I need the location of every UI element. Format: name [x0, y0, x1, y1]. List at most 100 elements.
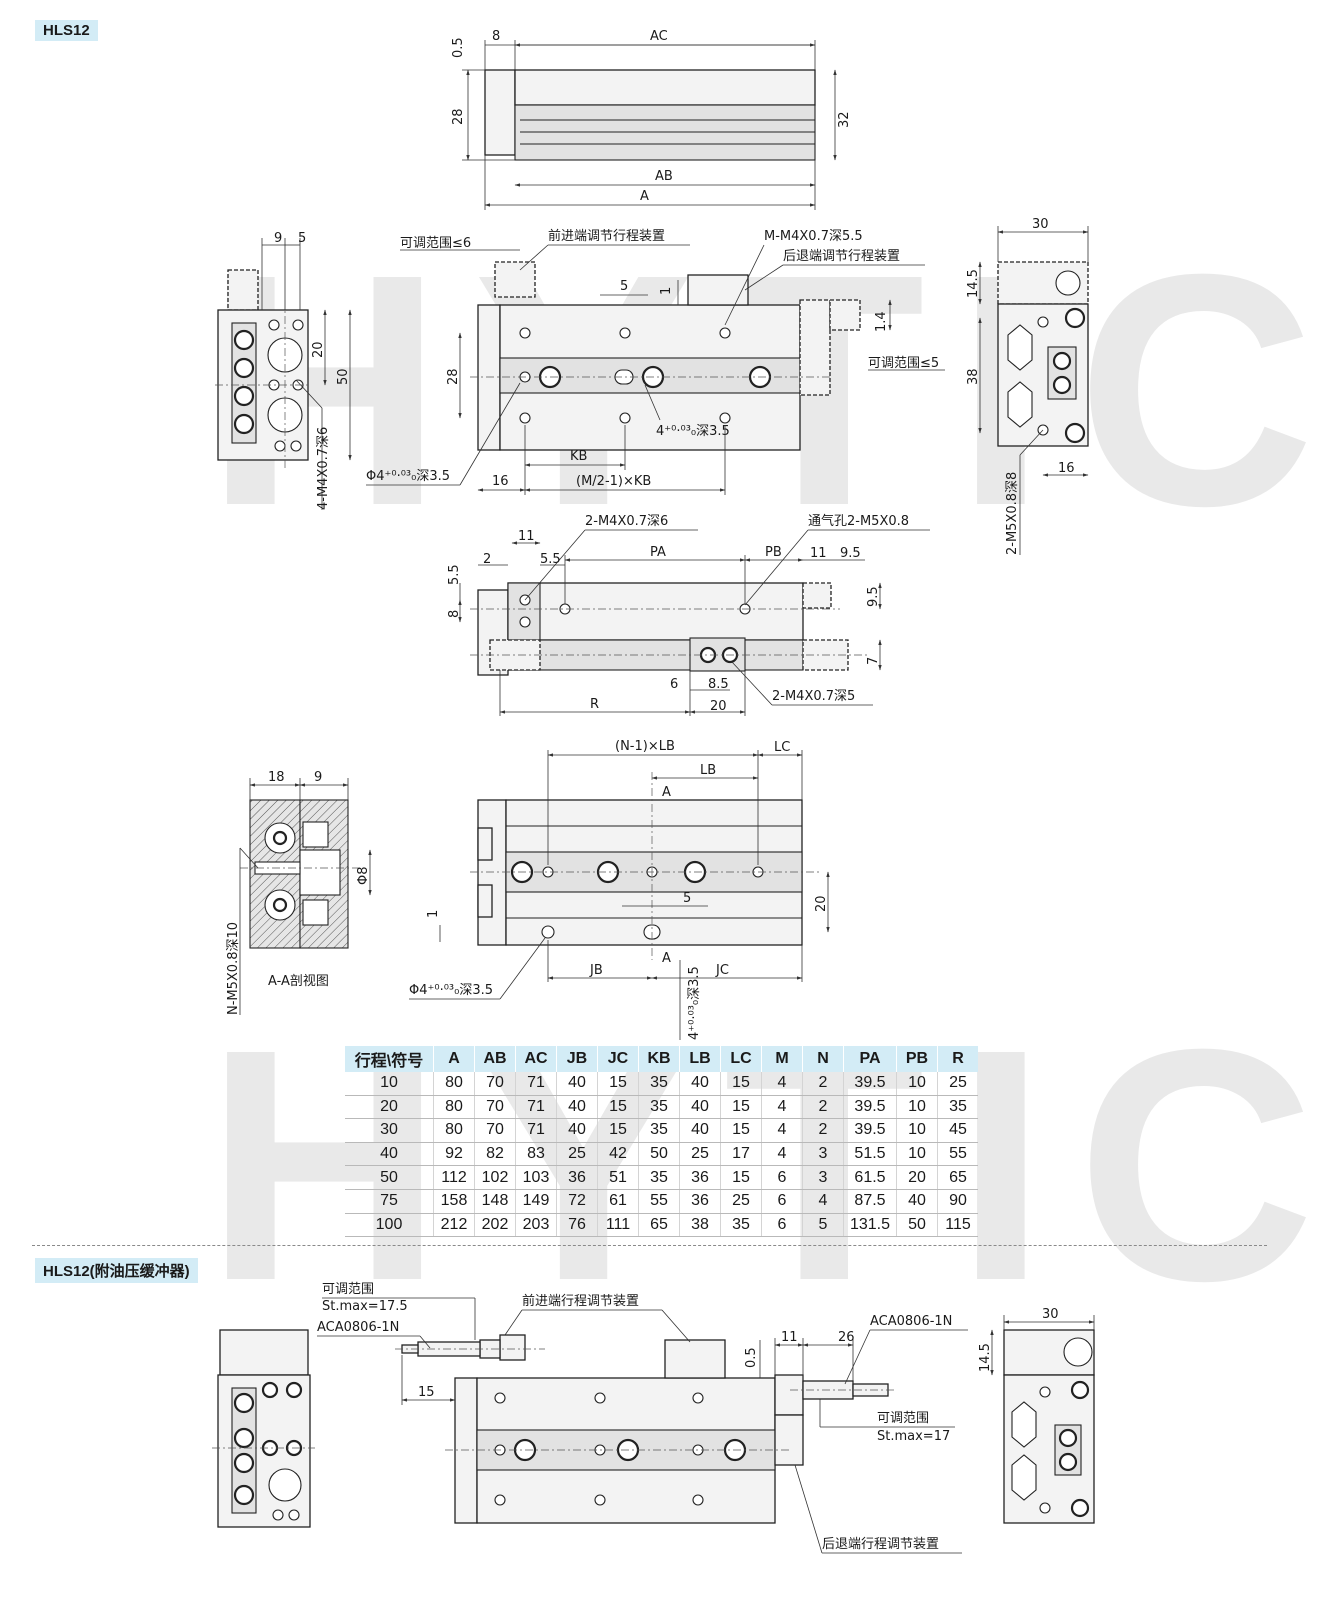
dim-top-28: 28	[451, 108, 466, 125]
label-hole43: 4⁺⁰·⁰³₀深3.5	[656, 424, 730, 439]
table-cell: 35	[638, 1165, 680, 1190]
label-stmax175: St.max=17.5	[322, 1299, 408, 1314]
dim-top-32: 32	[837, 111, 852, 128]
table-cell: 103	[515, 1165, 557, 1190]
table-cell: 35	[720, 1213, 762, 1238]
table-cell: 4	[761, 1072, 803, 1096]
table-cell: 5	[802, 1213, 844, 1238]
dim-shock-11: 11	[781, 1330, 798, 1345]
table-cell: 65	[937, 1165, 978, 1190]
front-end-view: 9 5 20 50 4-M4X0.7深6	[215, 231, 352, 510]
table-cell: 51	[597, 1165, 639, 1190]
table-cell: 203	[515, 1213, 557, 1238]
table-header-cell: KB	[638, 1046, 680, 1072]
dim-jb: JB	[589, 963, 603, 978]
dim-r: R	[590, 697, 599, 712]
shock-front-end-view	[212, 1329, 315, 1528]
table-cell: 80	[433, 1095, 475, 1120]
dim-side-55: 5.5	[540, 552, 561, 567]
dim-phi8: Φ8	[356, 866, 371, 885]
top-view: AC 8 28 0.5 32 AB A	[451, 29, 852, 210]
dim-rear-38: 38	[966, 368, 981, 385]
label-phi4: Φ4⁺⁰·⁰³₀深3.5	[366, 469, 450, 484]
label-bottom-hole: 4⁺⁰·⁰³₀深3.5	[687, 966, 702, 1040]
dim-rear-16: 16	[1058, 461, 1075, 476]
table-cell: 40	[679, 1118, 721, 1143]
table-cell: 70	[474, 1095, 516, 1120]
table-cell: 71	[515, 1072, 557, 1096]
table-cell: 2	[802, 1118, 844, 1143]
table-cell: 25	[720, 1189, 762, 1214]
table-cell: 15	[597, 1095, 639, 1120]
table-cell: 36	[556, 1165, 598, 1190]
table-cell: 148	[474, 1189, 516, 1214]
table-cell: 35	[638, 1072, 680, 1096]
table-cell: 40	[556, 1118, 598, 1143]
table-cell: 36	[679, 1165, 721, 1190]
table-cell: 10	[896, 1095, 938, 1120]
table-cell: 70	[474, 1072, 516, 1096]
dim-front-9: 9	[274, 231, 282, 246]
table-cell: 4	[802, 1189, 844, 1214]
table-cell: 111	[597, 1213, 639, 1238]
table-cell: 40	[679, 1072, 721, 1096]
table-cell: 61.5	[843, 1165, 897, 1190]
table-cell: 30	[345, 1118, 434, 1143]
table-cell: 2	[802, 1072, 844, 1096]
dim-pa: PA	[650, 545, 666, 560]
shock-main-view: 可调范围 St.max=17.5 ACA0806-1N 前进端行程调节装置 15…	[317, 1282, 968, 1554]
table-header-cell: PB	[896, 1046, 938, 1072]
table-cell: 51.5	[843, 1142, 897, 1167]
table-cell: 40	[556, 1095, 598, 1120]
dim-ab: AB	[655, 169, 673, 184]
table-header-cell: A	[433, 1046, 475, 1072]
dim-side-7: 7	[866, 657, 881, 665]
table-cell: 102	[474, 1165, 516, 1190]
table-cell: 15	[720, 1095, 762, 1120]
table-cell: 35	[937, 1095, 978, 1120]
table-cell: 15	[720, 1165, 762, 1190]
dim-front-50: 50	[336, 368, 351, 385]
dim-side-55b: 5.5	[447, 564, 462, 585]
table-cell: 15	[597, 1118, 639, 1143]
dim-rear-145: 14.5	[966, 269, 981, 298]
table-header-cell: LB	[679, 1046, 721, 1072]
dim-side-85: 8.5	[708, 677, 729, 692]
label-front-adj: 前进端调节行程装置	[548, 228, 665, 244]
label-rear-adj: 后退端调节行程装置	[783, 249, 900, 264]
label-adj-range: 可调范围	[322, 1282, 374, 1297]
dim-pb: PB	[765, 545, 782, 560]
dim-bottom-20: 20	[814, 895, 829, 912]
table-cell: 39.5	[843, 1095, 897, 1120]
label-bottom-phi4: Φ4⁺⁰·⁰³₀深3.5	[409, 983, 493, 998]
dim-aa-18: 18	[268, 770, 285, 785]
table-cell: 20	[896, 1165, 938, 1190]
dim-shock-15: 15	[418, 1385, 435, 1400]
label-nm5: N-M5X0.8深10	[226, 922, 241, 1015]
label-section-aa: A-A剖视图	[268, 974, 329, 989]
table-cell: 112	[433, 1165, 475, 1190]
table-cell: 6	[761, 1189, 803, 1214]
table-cell: 40	[345, 1142, 434, 1167]
table-cell: 87.5	[843, 1189, 897, 1214]
table-header-cell: R	[937, 1046, 978, 1072]
table-cell: 115	[937, 1213, 978, 1238]
table-cell: 61	[597, 1189, 639, 1214]
dim-jc: JC	[715, 963, 729, 978]
table-cell: 40	[556, 1072, 598, 1096]
table-cell: 2	[802, 1095, 844, 1120]
table-cell: 65	[638, 1213, 680, 1238]
label-vent: 通气孔2-M5X0.8	[808, 513, 909, 529]
table-cell: 39.5	[843, 1072, 897, 1096]
label-4-m4: 4-M4X0.7深6	[316, 427, 331, 510]
dim-rear-30: 30	[1032, 217, 1049, 232]
table-cell: 36	[679, 1189, 721, 1214]
table-cell: 15	[597, 1072, 639, 1096]
dim-shock-05: 0.5	[744, 1347, 759, 1368]
dim-main-14: 1.4	[874, 311, 889, 332]
table-cell: 55	[638, 1189, 680, 1214]
dim-top-05: 0.5	[451, 37, 466, 58]
